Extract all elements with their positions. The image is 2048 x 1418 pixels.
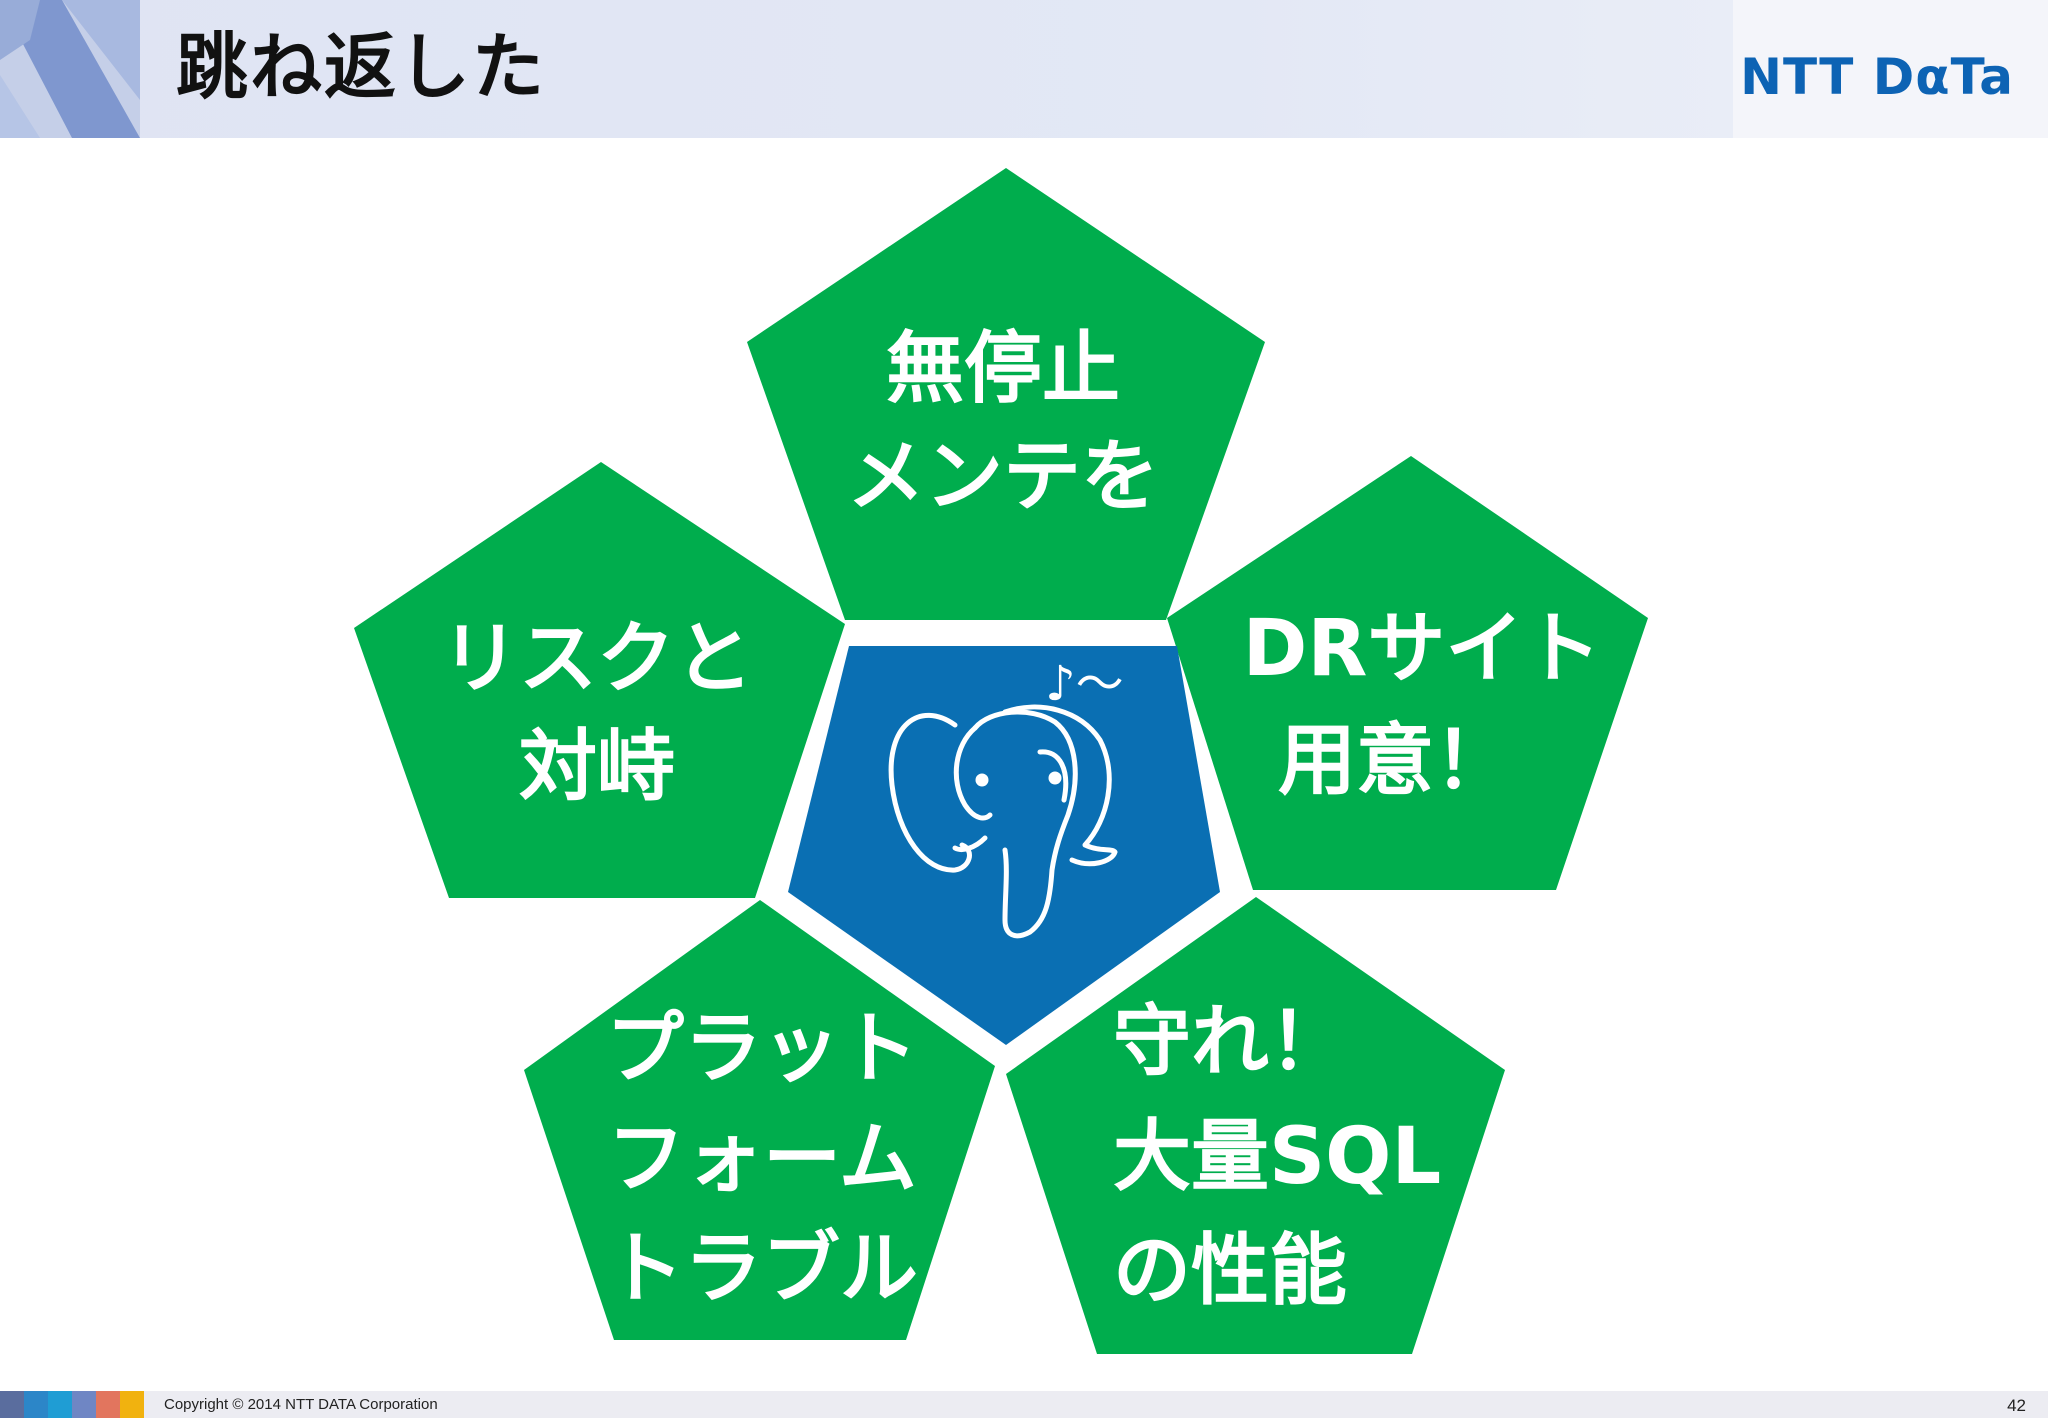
copyright-text: Copyright © 2014 NTT DATA Corporation [164, 1396, 438, 1413]
footer-color-block [48, 1391, 72, 1418]
right-label-line-1: DRサイト [1243, 604, 1602, 694]
music-note-text: ♪～ [1045, 656, 1124, 712]
footer-color-block [96, 1391, 120, 1418]
page-title: 跳ね返した [176, 25, 547, 109]
pentagon-left [354, 462, 845, 898]
footer-bar [0, 1391, 2048, 1418]
footer-color-strip [0, 1391, 144, 1418]
bottom-right-label-line-3: の性能 [1113, 1226, 1347, 1316]
footer-color-block [24, 1391, 48, 1418]
pentagon-top [747, 168, 1265, 620]
corner-decoration [0, 0, 140, 138]
bottom-right-label-line-1: 守れ！ [1113, 997, 1347, 1087]
bottom-right-label-line-2: 大量SQL [1113, 1112, 1441, 1202]
pentagon-bottom-right [1006, 897, 1505, 1354]
footer-color-block [0, 1391, 24, 1418]
footer-color-block [72, 1391, 96, 1418]
top-label-line-1: 無停止 [886, 324, 1120, 414]
footer-color-block [120, 1391, 144, 1418]
page-number: 42 [2007, 1396, 2026, 1415]
right-label-line-2: 用意！ [1278, 716, 1512, 806]
top-label-line-2: メンテを [847, 432, 1159, 522]
bottom-left-label-line-2: フォーム [607, 1114, 917, 1204]
left-label-line-2: 対峙 [519, 722, 675, 812]
left-label-line-1: リスクと [441, 614, 753, 704]
postgresql-elephant-icon [888, 704, 1118, 939]
pentagon-right [1167, 456, 1648, 890]
header-logo-area [1733, 0, 2048, 138]
ntt-data-logo: NTT DαTa [1740, 48, 2014, 106]
header-bar [0, 0, 2048, 138]
bottom-left-label-line-1: プラット [606, 1004, 918, 1094]
bottom-left-label-line-3: トラブル [606, 1224, 918, 1314]
pentagon-bottom-left [524, 900, 995, 1340]
